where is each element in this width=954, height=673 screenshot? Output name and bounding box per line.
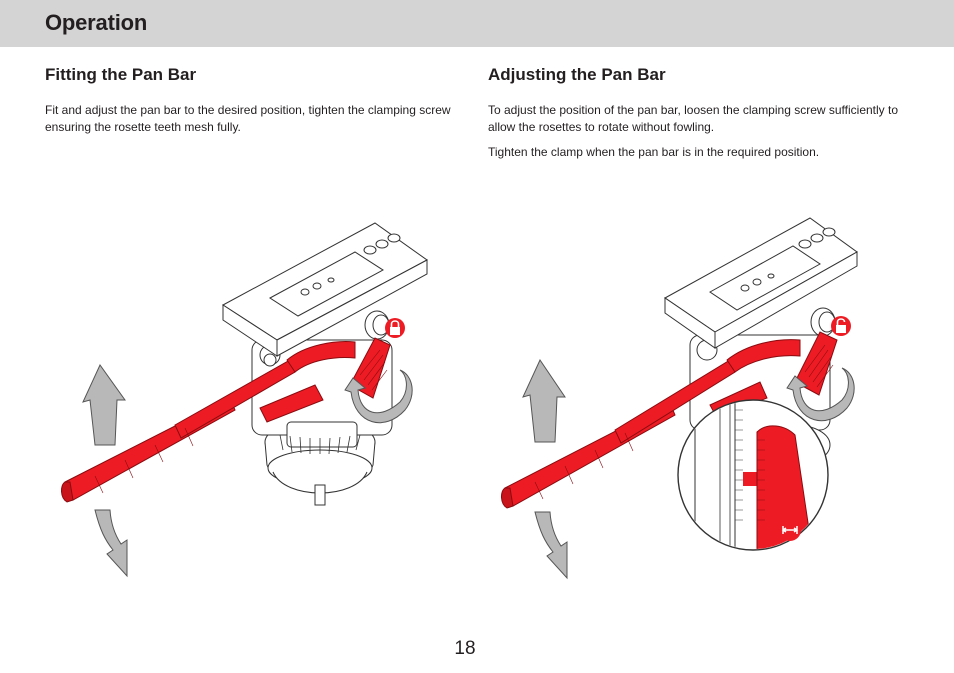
page-title: Operation <box>45 10 148 35</box>
section-paragraph: Tighten the clamp when the pan bar is in… <box>488 145 820 159</box>
quick-release-plate <box>222 222 428 357</box>
unlock-icon <box>831 316 851 336</box>
section-heading: Adjusting the Pan Bar <box>488 65 666 84</box>
quick-release-plate <box>664 217 858 349</box>
adjusting-pan-bar-illustration <box>501 217 858 580</box>
lock-icon <box>385 318 405 338</box>
section-heading: Fitting the Pan Bar <box>45 65 197 84</box>
clamping-screw <box>364 310 390 340</box>
header-bar: Operation <box>0 0 954 47</box>
expand-horizontal-icon <box>779 519 801 541</box>
clamp-lever <box>349 337 391 399</box>
rotate-arrow-icon <box>344 369 413 424</box>
rosette-teeth <box>279 434 361 455</box>
fitting-pan-bar-illustration <box>61 222 428 578</box>
section-paragraph: To adjust the position of the pan bar, l… <box>488 103 899 134</box>
clamp-lever <box>794 331 838 396</box>
section-adjusting-pan-bar: Adjusting the Pan Bar To adjust the posi… <box>488 64 908 170</box>
up-arrow-icon <box>82 364 126 446</box>
section-paragraph: Fit and adjust the pan bar to the desire… <box>45 103 451 134</box>
up-arrow-icon <box>522 358 566 443</box>
rotate-arrow-icon <box>786 367 855 422</box>
down-arrow-icon <box>94 509 128 578</box>
clamping-screw <box>810 307 836 337</box>
pan-bar <box>61 341 356 503</box>
section-fitting-pan-bar: Fitting the Pan Bar Fit and adjust the p… <box>45 64 455 144</box>
down-arrow-icon <box>534 511 568 580</box>
detail-magnifier <box>677 399 829 551</box>
page-number: 18 <box>454 638 476 659</box>
